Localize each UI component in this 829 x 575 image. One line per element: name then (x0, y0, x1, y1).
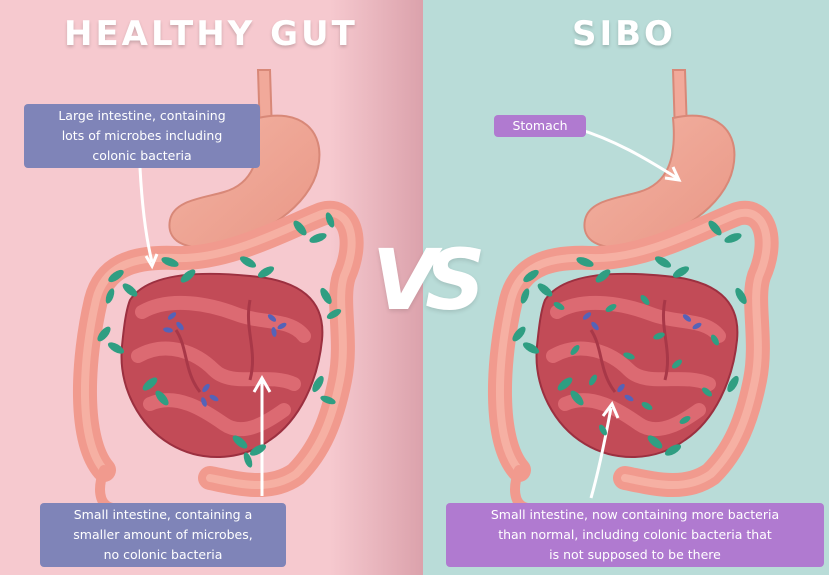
healthy-gut-title: HEALTHY GUT (64, 14, 358, 54)
sibo-title: SIBO (572, 14, 676, 54)
label-line: no colonic bacteria (104, 545, 223, 565)
label-line: than normal, including colonic bacteria … (498, 525, 772, 545)
small-intestine-sibo-label: Small intestine, now containing more bac… (446, 503, 824, 567)
label-line: smaller amount of microbes, (73, 525, 252, 545)
large-intestine-label: Large intestine, containing lots of micr… (24, 104, 260, 168)
label-line: colonic bacteria (92, 146, 191, 166)
label-line: Large intestine, containing (58, 106, 225, 126)
small-intestine-healthy-label: Small intestine, containing a smaller am… (40, 503, 286, 567)
label-line: Small intestine, now containing more bac… (491, 505, 779, 525)
label-line: is not supposed to be there (549, 545, 721, 565)
label-line: Small intestine, containing a (74, 505, 253, 525)
label-line: lots of microbes including (62, 126, 223, 146)
vs-label: VS (372, 238, 474, 322)
stomach-label: Stomach (494, 115, 586, 137)
